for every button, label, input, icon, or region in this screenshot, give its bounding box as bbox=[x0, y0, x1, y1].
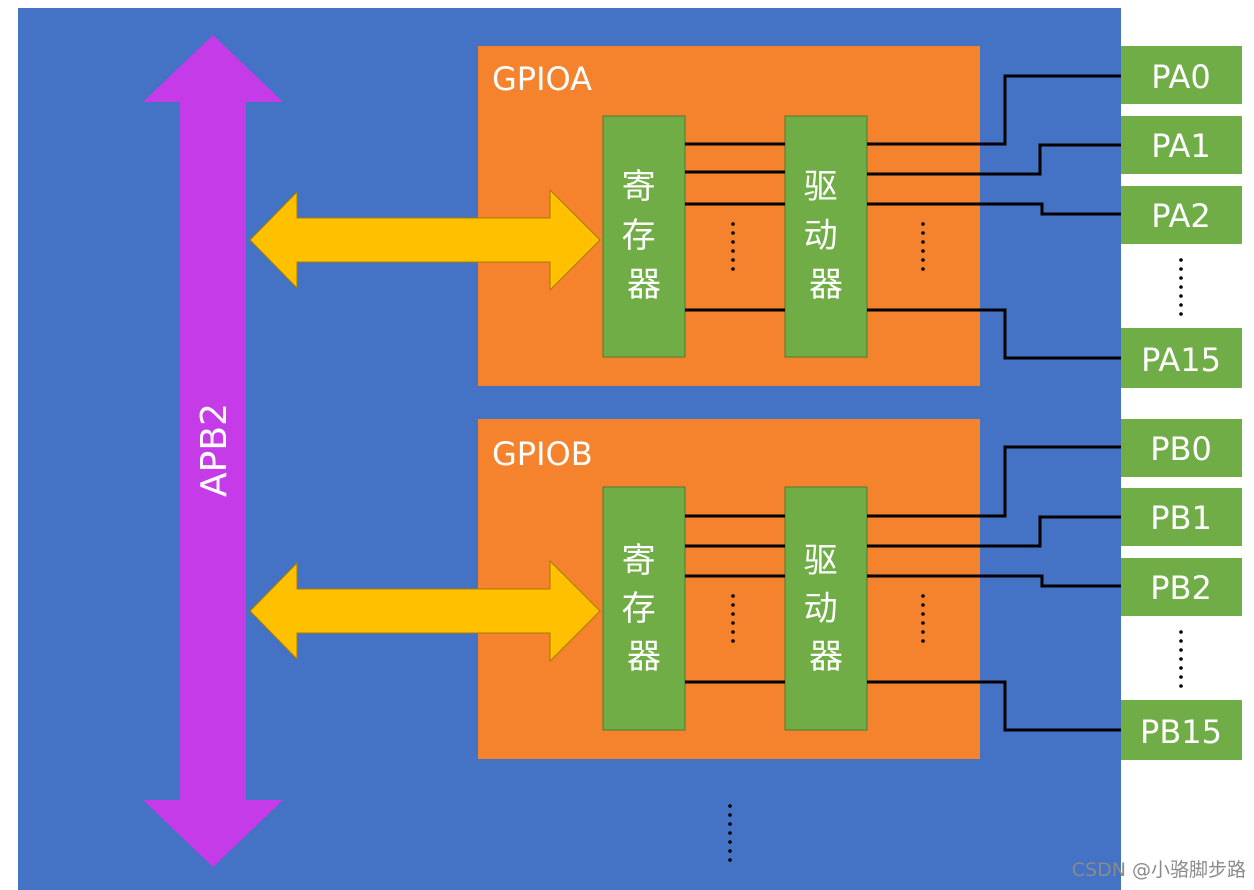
pin-ellipsis-a bbox=[1179, 258, 1183, 316]
register-block-b-label: 寄 存 器 bbox=[622, 541, 667, 677]
pin-pb2-label: PB2 bbox=[1150, 569, 1212, 607]
pin-pb0-label: PB0 bbox=[1150, 430, 1212, 468]
pin-pa15-label: PA15 bbox=[1141, 341, 1221, 379]
pin-pb15 bbox=[1121, 700, 1242, 760]
pin-pb1 bbox=[1121, 488, 1242, 546]
bus-arrow-gpioa bbox=[249, 188, 601, 292]
driver-a-char-2: 动 bbox=[804, 216, 838, 256]
driver-b-char-1: 驱 bbox=[804, 541, 838, 581]
pin-pb0 bbox=[1121, 419, 1242, 477]
pin-column: PA0 PA1 PA2 PA15 PB0 PB1 PB2 PB15 bbox=[1121, 46, 1242, 760]
driver-block-b bbox=[784, 486, 868, 731]
wire-ellipsis-a2 bbox=[921, 222, 925, 271]
driver-pin-wires-b bbox=[867, 445, 1121, 732]
wire-ellipsis-b1 bbox=[731, 594, 735, 643]
register-a-char-2: 存 bbox=[622, 216, 656, 256]
more-modules-ellipsis bbox=[728, 804, 732, 862]
gpio-module-b-title: GPIOB bbox=[492, 435, 593, 473]
pin-pa1-label: PA1 bbox=[1151, 127, 1211, 165]
pin-pb15-label: PB15 bbox=[1140, 713, 1222, 751]
register-a-char-1: 寄 bbox=[622, 167, 656, 207]
pin-pb2 bbox=[1121, 558, 1242, 616]
driver-a-char-1: 驱 bbox=[804, 167, 838, 207]
register-b-char-3: 器 bbox=[627, 637, 661, 677]
bus-arrow-gpiob bbox=[249, 559, 601, 663]
pin-pa0-label: PA0 bbox=[1151, 58, 1211, 96]
apb2-bus-arrow bbox=[143, 35, 283, 867]
register-b-char-1: 寄 bbox=[622, 541, 656, 581]
register-driver-wires-b bbox=[685, 514, 785, 684]
driver-a-char-3: 器 bbox=[809, 265, 843, 305]
pin-pb1-label: PB1 bbox=[1150, 499, 1212, 537]
pin-pa2-label: PA2 bbox=[1151, 197, 1211, 235]
driver-block-b-label: 驱 动 器 bbox=[804, 541, 849, 677]
csdn-watermark: CSDN @小骆脚步路 bbox=[1072, 859, 1246, 881]
pin-pa15 bbox=[1121, 328, 1242, 388]
pin-pa1 bbox=[1121, 116, 1242, 174]
wire-ellipsis-a1 bbox=[731, 222, 735, 271]
register-b-char-2: 存 bbox=[622, 589, 656, 629]
driver-b-char-3: 器 bbox=[809, 637, 843, 677]
register-block-a-label: 寄 存 器 bbox=[622, 167, 667, 305]
register-block-a bbox=[602, 115, 686, 358]
gpio-module-a-title: GPIOA bbox=[492, 60, 592, 98]
gpio-module-a: GPIOA 寄 存 器 驱 动 器 bbox=[249, 46, 1121, 386]
register-block-b bbox=[602, 486, 686, 731]
driver-pin-wires-a bbox=[867, 74, 1121, 360]
driver-block-a bbox=[784, 115, 868, 358]
gpio-module-b: GPIOB 寄 存 器 驱 动 器 bbox=[249, 419, 1121, 759]
driver-block-a-label: 驱 动 器 bbox=[804, 167, 849, 305]
pin-pa2 bbox=[1121, 186, 1242, 244]
register-a-char-3: 器 bbox=[627, 265, 661, 305]
apb2-bus-label: APB2 bbox=[194, 403, 235, 497]
driver-b-char-2: 动 bbox=[804, 589, 838, 629]
register-driver-wires-a bbox=[685, 142, 785, 312]
pin-ellipsis-b bbox=[1179, 630, 1183, 688]
pin-pa0 bbox=[1121, 46, 1242, 104]
wire-ellipsis-b2 bbox=[921, 594, 925, 643]
